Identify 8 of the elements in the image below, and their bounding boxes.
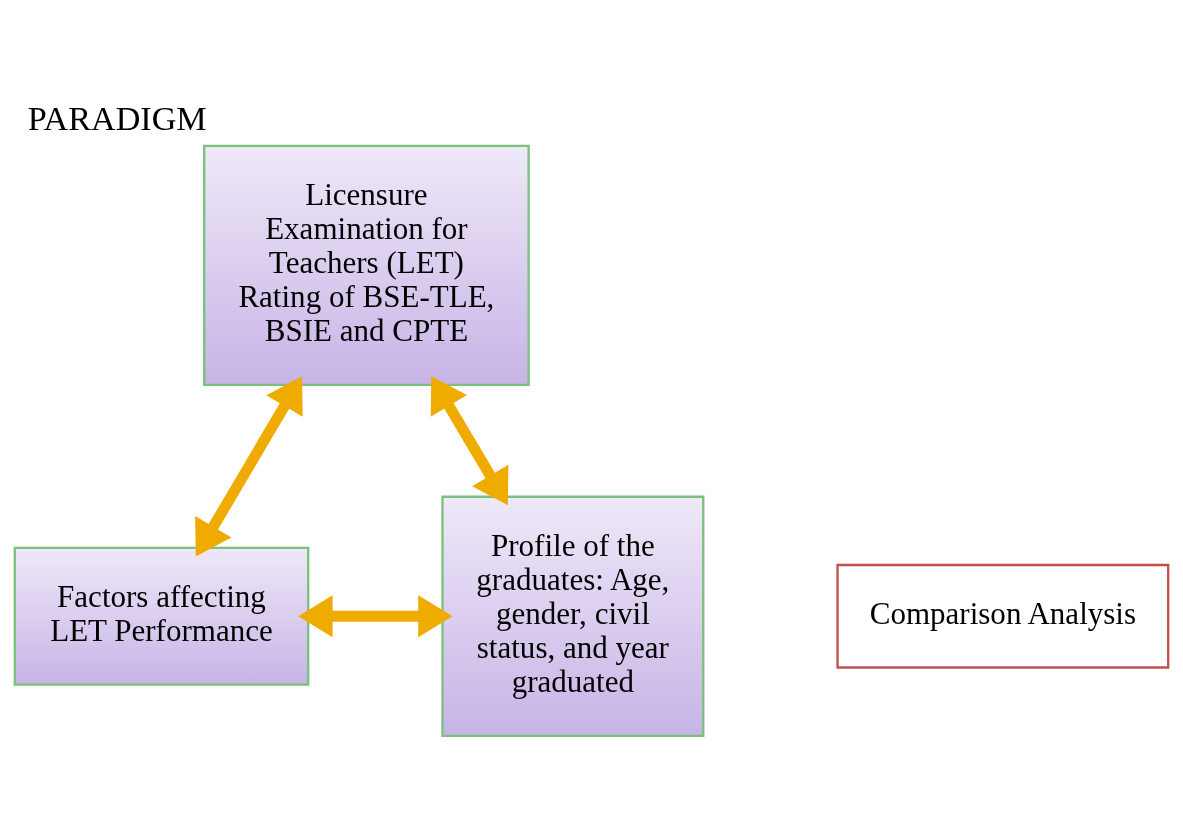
arrow <box>430 375 509 505</box>
node-box: Profile of the graduates: Age, gender, civil status, and year graduated <box>441 495 705 737</box>
arrow <box>298 594 453 637</box>
node-box: Licensure Examination for Teachers (LET) Rating of BSE-TLE, BSIE and CPTE <box>203 144 530 386</box>
node-box: Comparison Analysis <box>836 563 1170 669</box>
diagram-title: PARADIGM <box>27 99 207 137</box>
node-box: Factors affecting LET Performance <box>13 546 310 686</box>
arrow <box>195 375 303 556</box>
